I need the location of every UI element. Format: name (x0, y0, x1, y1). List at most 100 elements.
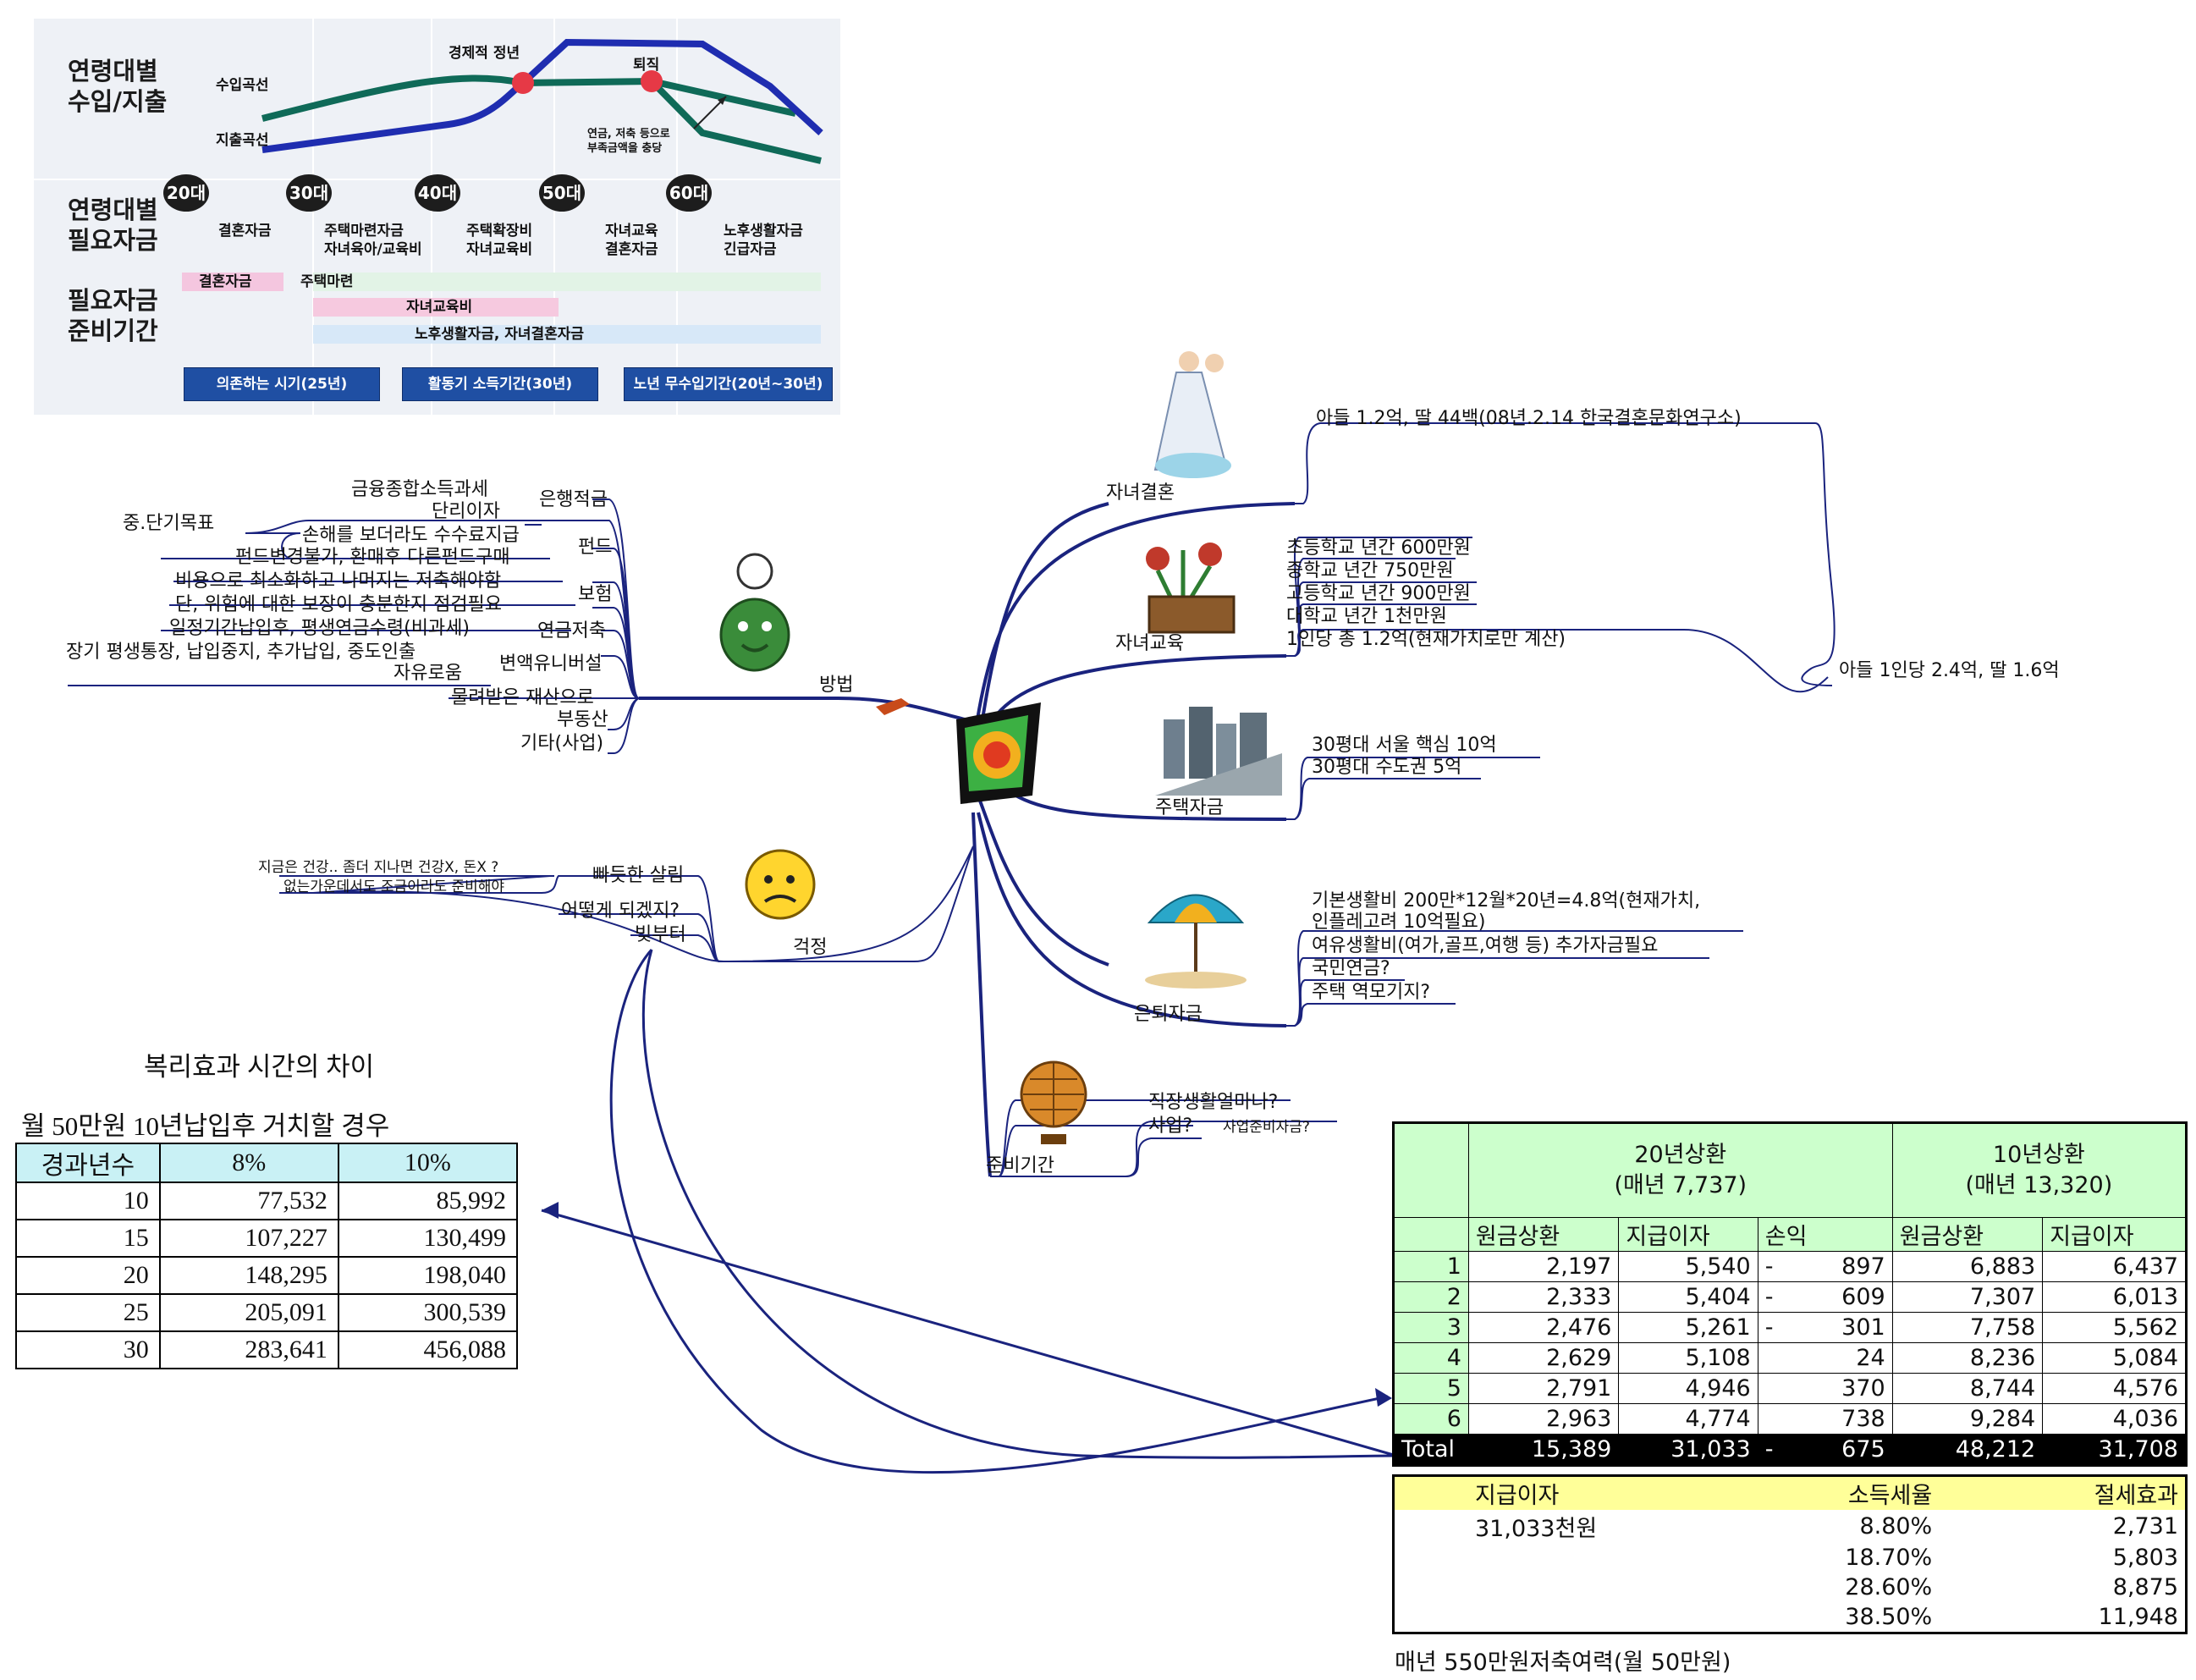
method-real-estate: 부동산 (557, 709, 608, 730)
repay-sub-profit: 손익 (1757, 1217, 1893, 1252)
housing-seoul: 30평대 서울 핵심 10억 (1312, 735, 1497, 756)
retirement-reverse-mortgage: 주택 역모기지? (1312, 982, 1431, 1003)
prep-business-fund: 사업준비자금? (1223, 1119, 1310, 1136)
compound-header-row: 경과년수 8% 10% (15, 1143, 519, 1183)
expense-curve-label: 지출곡선 (216, 132, 269, 149)
repay-sub-interest-10: 지급이자 (2042, 1217, 2187, 1252)
age-60: 60대 (666, 174, 712, 212)
repay-cell: -609 (1757, 1281, 1893, 1313)
repay-row-number: 3 (1393, 1312, 1469, 1343)
need-20s: 결혼자금 (218, 223, 272, 240)
method-note-0: 중.단기목표 (123, 513, 215, 534)
repayment-table: 20년상환 (매년 7,737) 10년상환 (매년 13,320) 원금상환 … (1392, 1121, 2188, 1467)
repay-cell: 4,576 (2042, 1373, 2187, 1404)
method-note-9: 자유로움 (394, 663, 462, 684)
repay-total-label: Total (1393, 1434, 1469, 1466)
wedding-cost-note: 아들 1.2억, 딸 44백(08년.2.14 한국결혼문화연구소) (1316, 408, 1742, 429)
table-row: 38.50%11,948 (1845, 1604, 2178, 1630)
row-header-needs: 연령대별 필요자금 (68, 196, 158, 255)
method-other: 기타(사업) (520, 733, 604, 754)
repay-cell: 5,084 (2042, 1342, 2187, 1374)
method-bank-savings: 은행적금 (539, 489, 608, 510)
repay-row-number: 2 (1393, 1281, 1469, 1313)
globe-icon (1011, 1054, 1100, 1151)
repay-subheader-row: 원금상환 지급이자 손익 원금상환 지급이자 (1393, 1217, 2187, 1252)
repay-cell: 2,791 (1467, 1373, 1620, 1404)
node-worry: 걱정 (793, 937, 828, 958)
repay-cell: 2,197 (1467, 1251, 1620, 1282)
repay-sub-principal-10: 원금상환 (1891, 1217, 2044, 1252)
repay-group-20y: 20년상환 (매년 7,737) (1467, 1122, 1893, 1218)
repay-row-number: 6 (1393, 1403, 1469, 1435)
repay-cell: 2,629 (1467, 1342, 1620, 1374)
need-60s: 노후생활자금 긴급자금 (724, 223, 803, 258)
repay-cell: 9,284 (1891, 1403, 2044, 1435)
repay-sub-principal: 원금상환 (1467, 1217, 1620, 1252)
need-30s: 주택마련자금 자녀육아/교육비 (324, 223, 422, 258)
repay-cell: 7,758 (1891, 1312, 2044, 1343)
method-fund: 펀드 (578, 537, 613, 558)
method-variable-universal: 변액유니버설 (499, 653, 603, 675)
retirement-leisure: 여유생활비(여가,골프,여행 등) 추가자금필요 (1312, 935, 1659, 956)
need-50s: 자녀교육 결혼자금 (605, 223, 658, 258)
repay-group-10y: 10년상환 (매년 13,320) (1891, 1122, 2188, 1218)
worry-note-prepare: 없는가운데서도 조금이라도 준비해야 (283, 879, 505, 895)
retirement-basic-2: 인플레고려 10억필요) (1312, 912, 1486, 933)
method-note-8: 장기 평생통장, 납입중지, 추가납입, 중도인출 (66, 642, 416, 663)
repay-cell: -301 (1757, 1312, 1893, 1343)
repay-cell: 8,744 (1891, 1373, 2044, 1404)
repay-cell: 2,476 (1467, 1312, 1620, 1343)
node-wedding: 자녀결혼 (1106, 482, 1175, 504)
repay-cell: 8,236 (1891, 1342, 2044, 1374)
education-total: 1인당 총 1.2억(현재가치로만 계산) (1286, 629, 1566, 650)
per-child-cost: 아들 1인당 2.4억, 딸 1.6억 (1839, 660, 2060, 681)
row-header-income: 연령대별 수입/지출 (68, 57, 168, 116)
worry-tight-budget: 빠듯한 살림 (592, 865, 685, 886)
tax-header-interest: 지급이자 (1475, 1483, 1560, 1509)
repay-cell: 24 (1757, 1342, 1893, 1374)
method-pension: 연금저축 (537, 620, 606, 642)
node-methods: 방법 (819, 675, 854, 696)
repay-total-row: Total 15,389 31,033 -675 48,212 31,708 (1393, 1434, 2187, 1466)
wedding-couple-icon (1151, 343, 1244, 482)
education-middle: 중학교 년간 750만원 (1286, 560, 1454, 581)
pencil-icon (876, 694, 910, 719)
lightbulb-character-icon (696, 542, 814, 677)
period-dependent: 의존하는 시기(25년) (184, 367, 380, 401)
repay-cell: 6,883 (1891, 1251, 2044, 1282)
need-40s: 주택확장비 자녀교육비 (466, 223, 533, 258)
city-buildings-icon (1155, 702, 1282, 796)
worry-debt-first: 빚부터 (635, 924, 686, 945)
housing-capital-area: 30평대 수도권 5억 (1312, 757, 1462, 778)
method-note-3: 손해를 보더라도 수수료지급 (302, 525, 520, 546)
node-prep-period: 준비기간 (986, 1155, 1054, 1176)
expense-curve (261, 38, 823, 153)
method-note-5: 비용으로 최소화하고 나머지는 저축해야함 (175, 570, 502, 592)
repay-cell: -897 (1757, 1251, 1893, 1282)
method-note-6: 단, 위험에 대한 보장이 충분한지 점검필요 (175, 594, 503, 615)
method-note-2: 단리이자 (432, 501, 500, 522)
table-row: 18.70%5,803 (1845, 1545, 2178, 1571)
retire-label: 퇴직 (633, 57, 660, 74)
prep-bar-education: 자녀교육비 (313, 298, 559, 317)
retirement-national-pension: 국민연금? (1312, 958, 1390, 979)
central-logo-icon (948, 702, 1049, 821)
education-elementary: 초등학교 년간 600만원 (1286, 537, 1471, 559)
income-curve-label: 수입곡선 (216, 77, 269, 94)
method-inheritance: 물려받은 재산으로 (451, 687, 594, 708)
compound-header-10: 10% (337, 1143, 519, 1183)
age-20: 20대 (163, 174, 209, 212)
node-retirement: 은퇴자금 (1134, 1004, 1203, 1025)
shortfall-note: 연금, 저축 등으로 부족금액을 충당 (587, 128, 670, 155)
tax-amount: 31,033천원 (1475, 1516, 1598, 1542)
retirement-basic-1: 기본생활비 200만*12월*20년=4.8억(현재가치, (1312, 890, 1701, 912)
repay-cell: 4,946 (1618, 1373, 1758, 1404)
tax-header-row: 지급이자 소득세율 절세효과 (1393, 1475, 2187, 1510)
